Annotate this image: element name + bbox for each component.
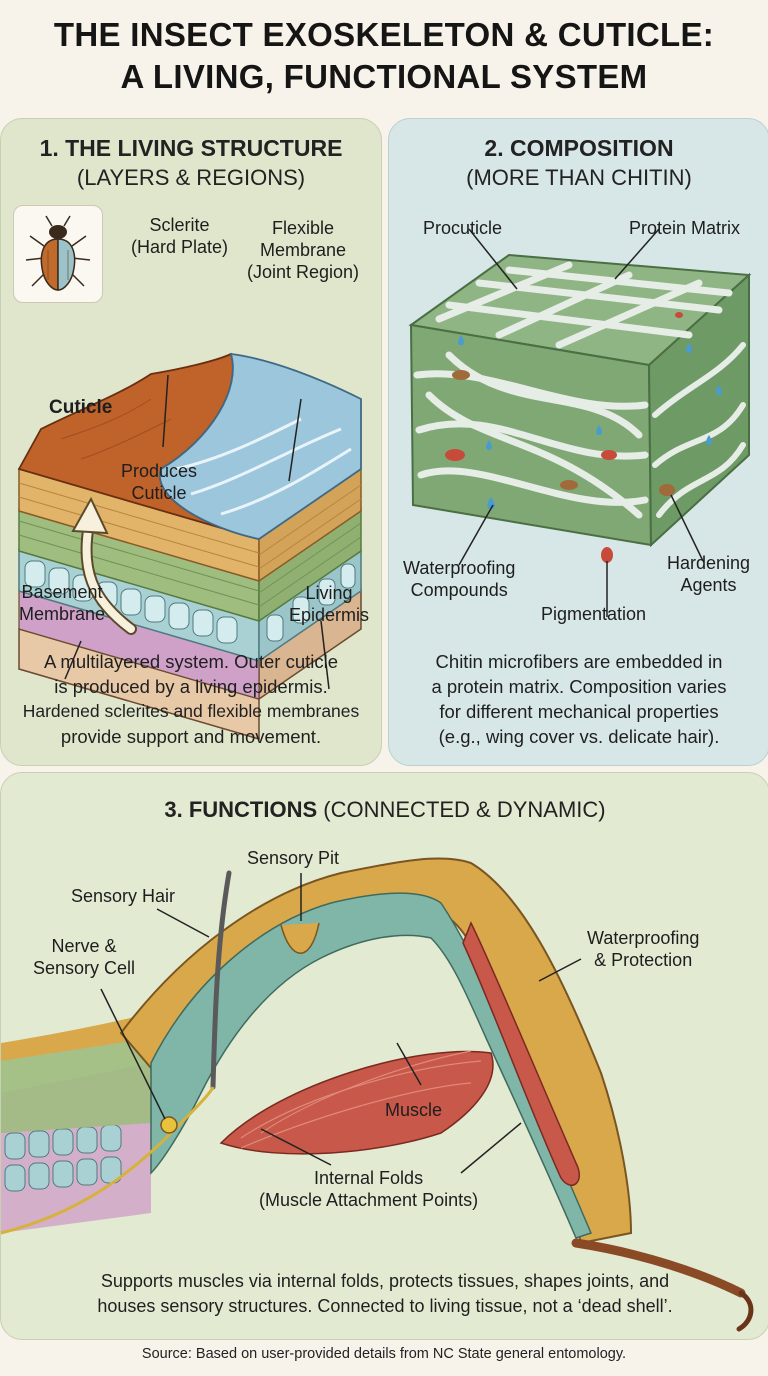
title-line-1: THE INSECT EXOSKELETON & CUTICLE: xyxy=(53,16,715,53)
panel-functions: 3. FUNCTIONS (CONNECTED & DYNAMIC) xyxy=(0,772,768,1340)
label-procuticle: Procuticle xyxy=(423,218,503,238)
beetle-icon-frame xyxy=(13,205,103,303)
panel-living-structure: 1. THE LIVING STRUCTURE (LAYERS & REGION… xyxy=(0,118,382,766)
panel3-heading: 3. FUNCTIONS (CONNECTED & DYNAMIC) xyxy=(164,797,606,822)
beetle-icon xyxy=(25,215,91,291)
functions-leg-illustration xyxy=(0,857,754,1332)
label-sensory-pit: Sensory Pit xyxy=(247,848,340,868)
panel2-description: Chitin microfibers are embedded in a pro… xyxy=(431,651,727,747)
label-waterproofing-protection: Waterproofing& Protection xyxy=(587,928,700,970)
panel1-description: A multilayered system. Outer cuticle is … xyxy=(22,651,360,747)
label-pigmentation: Pigmentation xyxy=(541,604,647,624)
label-protein-matrix: Protein Matrix xyxy=(629,218,741,238)
composition-block-illustration xyxy=(408,228,752,617)
label-cuticle: Cuticle xyxy=(49,397,113,418)
panel2-subheading: (MORE THAN CHITIN) xyxy=(466,165,692,190)
page-title: THE INSECT EXOSKELETON & CUTICLE: A LIVI… xyxy=(0,14,768,98)
panel1-heading: 1. THE LIVING STRUCTURE xyxy=(39,135,343,161)
title-line-2: A LIVING, FUNCTIONAL SYSTEM xyxy=(120,58,648,95)
label-muscle: Muscle xyxy=(385,1100,443,1120)
label-internal-folds: Internal Folds(Muscle Attachment Points) xyxy=(259,1168,479,1210)
label-nerve-sensory-cell: Nerve &Sensory Cell xyxy=(33,936,136,978)
cuticle-layers-illustration xyxy=(17,352,362,740)
source-note: Source: Based on user-provided details f… xyxy=(141,1346,627,1362)
label-sensory-hair: Sensory Hair xyxy=(71,886,176,906)
panel3-description: Supports muscles via internal folds, pro… xyxy=(97,1271,673,1316)
panel-composition: 2. COMPOSITION (MORE THAN CHITIN) xyxy=(388,118,768,766)
panel2-heading: 2. COMPOSITION xyxy=(484,135,674,161)
label-sclerite: Sclerite(Hard Plate) xyxy=(131,215,229,257)
panel1-subheading: (LAYERS & REGIONS) xyxy=(76,165,306,190)
